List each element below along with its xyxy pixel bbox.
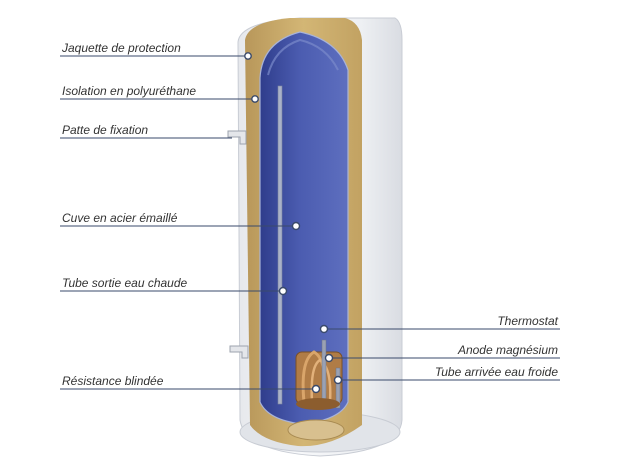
label-hot-water-outlet: Tube sortie eau chaude bbox=[62, 276, 188, 290]
marker-tank bbox=[291, 221, 301, 231]
label-enamelled-tank: Cuve en acier émaillé bbox=[62, 211, 178, 225]
marker-insulation bbox=[251, 95, 259, 103]
label-mounting-bracket: Patte de fixation bbox=[62, 123, 149, 137]
mounting-bracket-top bbox=[227, 130, 247, 145]
label-protective-jacket: Jaquette de protection bbox=[62, 41, 181, 55]
marker-cold-tube bbox=[333, 375, 343, 385]
marker-element bbox=[311, 384, 321, 394]
mounting-bracket-bottom bbox=[229, 345, 249, 359]
marker-hot-tube bbox=[278, 286, 288, 296]
label-cold-water-inlet: Tube arrivée eau froide bbox=[434, 365, 558, 379]
label-magnesium-anode: Anode magnésium bbox=[457, 343, 558, 357]
bottom-flange bbox=[287, 419, 345, 441]
label-thermostat: Thermostat bbox=[497, 314, 558, 328]
marker-anode bbox=[324, 353, 334, 363]
marker-thermostat bbox=[319, 324, 329, 334]
tank-top-highlight bbox=[267, 38, 339, 76]
label-heating-element: Résistance blindée bbox=[62, 374, 164, 388]
heating-element-assembly bbox=[295, 339, 343, 410]
label-polyurethane-insulation: Isolation en polyuréthane bbox=[62, 84, 197, 98]
hot-water-outlet-tube bbox=[277, 85, 283, 405]
marker-jacket bbox=[244, 52, 252, 60]
